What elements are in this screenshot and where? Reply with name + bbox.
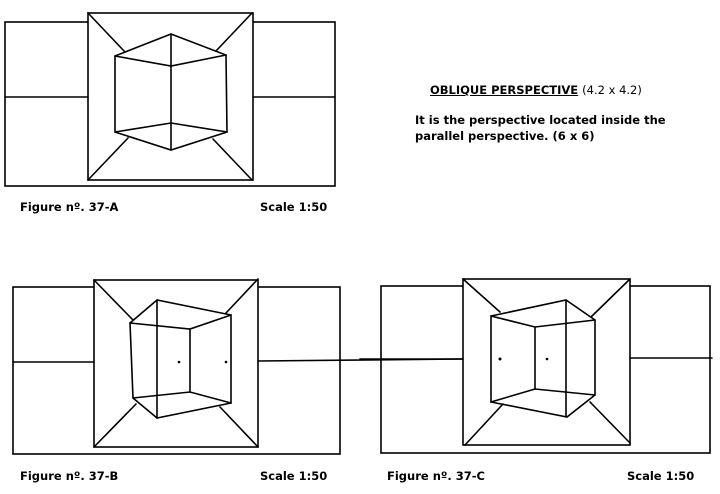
- heading-title: OBLIQUE PERSPECTIVE: [430, 83, 579, 97]
- heading-dimensions: (4.2 x 4.2): [582, 83, 642, 97]
- figure-c-scale: Scale 1:50: [627, 469, 695, 483]
- figure-37-c-drawing: [359, 278, 713, 454]
- figure-37-b-drawing: [12, 278, 464, 455]
- figure-a-label: Figure nº. 37-A: [20, 200, 119, 214]
- figure-b-label: Figure nº. 37-B: [20, 469, 119, 483]
- figure-b-scale: Scale 1:50: [260, 469, 328, 483]
- figure-a-scale: Scale 1:50: [260, 200, 328, 214]
- description-line-1: It is the perspective located inside the: [415, 113, 666, 127]
- description-line-2: parallel perspective. (6 x 6): [415, 129, 595, 143]
- figure-37-a-drawing: [4, 12, 336, 187]
- heading: OBLIQUE PERSPECTIVE (4.2 x 4.2): [430, 83, 642, 97]
- figure-c-label: Figure nº. 37-C: [387, 469, 485, 483]
